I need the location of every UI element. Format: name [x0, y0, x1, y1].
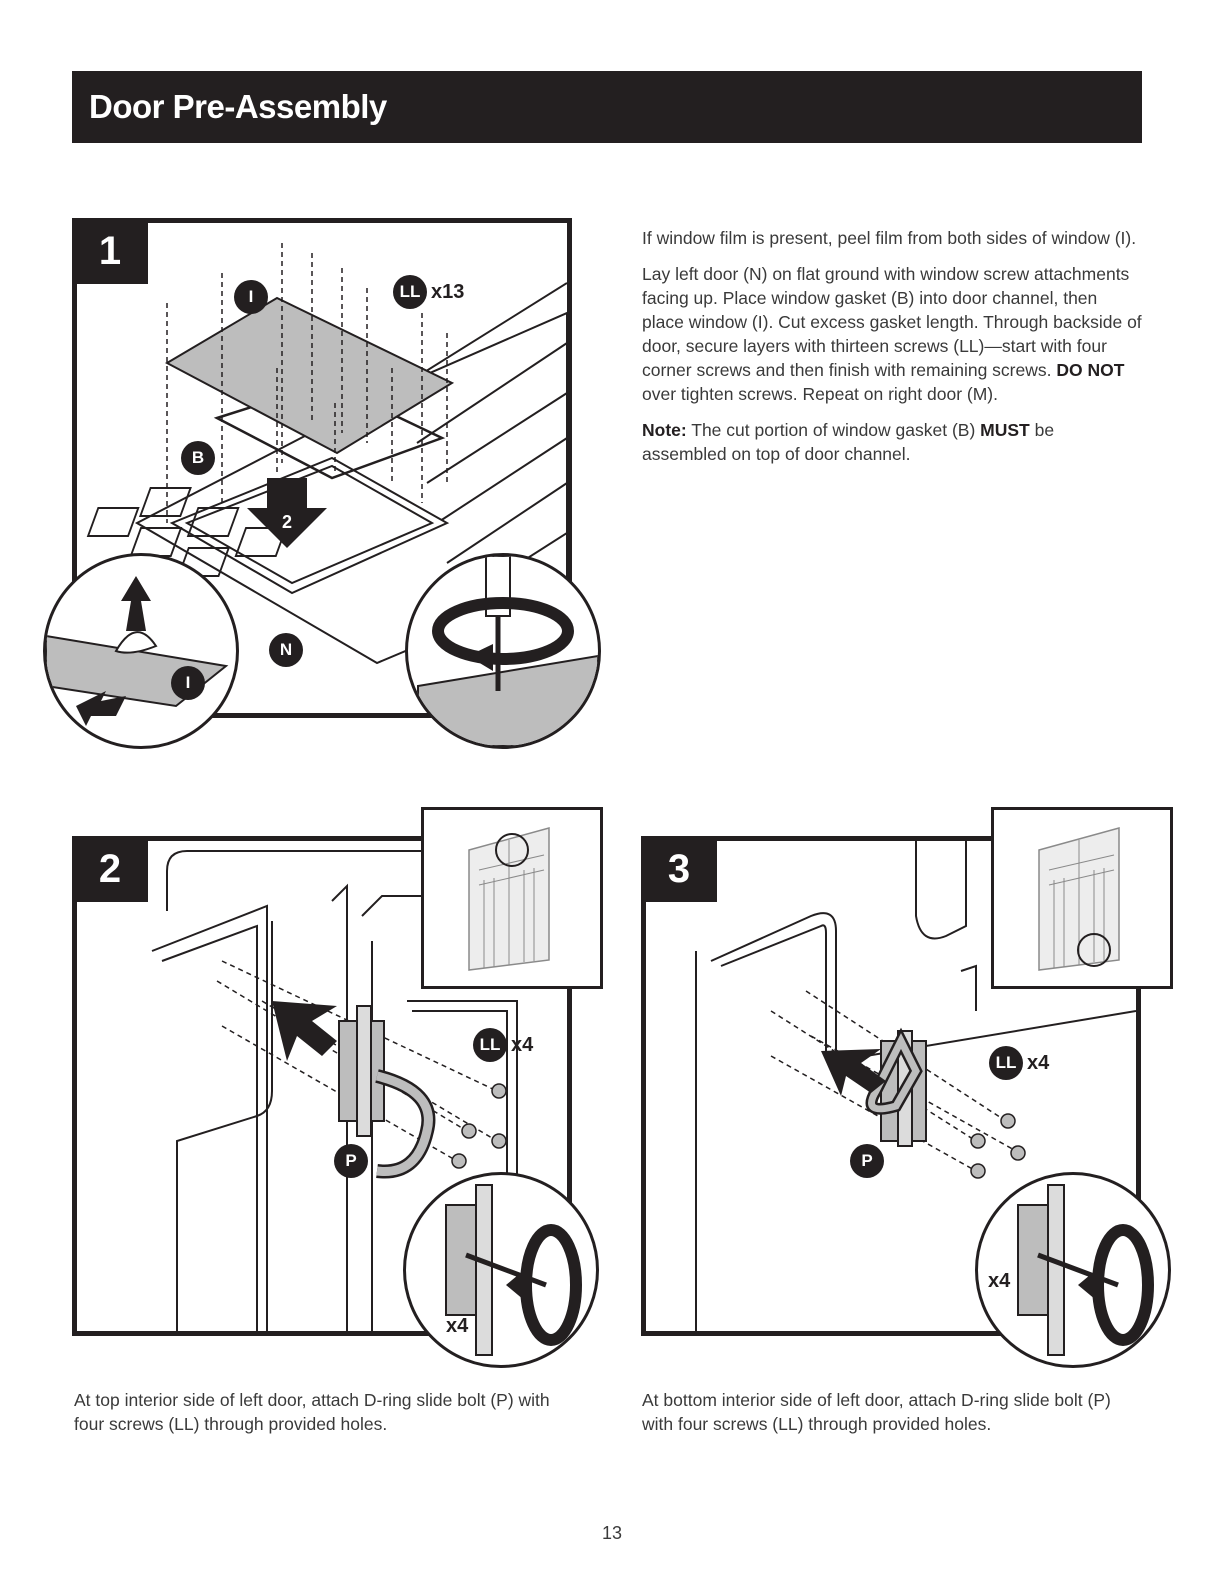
screwdriver-callout-step-3: x4	[975, 1172, 1171, 1368]
callout-qty-x4: x4	[988, 1270, 1011, 1292]
screw-fastening-illustration	[445, 1184, 582, 1356]
screw-label-ll: LL	[473, 1028, 507, 1062]
screw-qty-x4: x4	[511, 1034, 534, 1056]
peel-window-label-i: I	[171, 666, 205, 700]
step-2-badge: 2	[72, 836, 148, 902]
screwdriver-illustration	[417, 556, 598, 746]
step-2-caption: At top interior side of left door, attac…	[74, 1390, 550, 1434]
screw-label-ll: LL	[989, 1046, 1023, 1080]
screw-fastening-illustration	[1017, 1184, 1154, 1356]
page-number: 13	[601, 1523, 623, 1543]
door-location-diagram	[1038, 827, 1120, 971]
door-label-n: N	[269, 633, 303, 667]
step-1-instructions: If window film is present, peel film fro…	[642, 226, 1142, 478]
screw-qty-x13: x13	[431, 281, 465, 303]
step-1-arrow-2-label: 2	[282, 512, 292, 532]
bolt-label-p: P	[334, 1144, 368, 1178]
step-1-badge: 1	[72, 218, 148, 284]
section-title-bar: Door Pre-Assembly	[72, 71, 1142, 143]
callout-qty-x4: x4	[446, 1315, 469, 1337]
screw-label-ll: LL	[393, 275, 427, 309]
step-3-location-inset	[991, 807, 1173, 989]
gasket-label-b: B	[181, 441, 215, 475]
window-label-i: I	[234, 280, 268, 314]
bolt-label-p: P	[850, 1144, 884, 1178]
page-title: Door Pre-Assembly	[89, 88, 387, 125]
peel-film-callout: I	[43, 553, 239, 749]
step-3-caption: At bottom interior side of left door, at…	[642, 1390, 1111, 1434]
screwdriver-callout-step-1	[405, 553, 601, 749]
film-peel-paragraph: If window film is present, peel film fro…	[642, 228, 1137, 248]
step-3-badge: 3	[641, 836, 717, 902]
window-pane	[164, 296, 455, 455]
peel-film-illustration	[46, 576, 229, 726]
step-3-illustration	[695, 841, 1136, 1331]
step-2-location-inset	[421, 807, 603, 989]
door-assembly-paragraph: Lay left door (N) on flat ground with wi…	[642, 264, 1142, 404]
screw-qty-x4: x4	[1027, 1052, 1050, 1074]
screwdriver-callout-step-2: x4	[403, 1172, 599, 1368]
door-location-diagram	[468, 827, 550, 971]
gasket-note-paragraph: Note: The cut portion of window gasket (…	[642, 420, 1055, 464]
step-2-illustration	[151, 850, 567, 1331]
